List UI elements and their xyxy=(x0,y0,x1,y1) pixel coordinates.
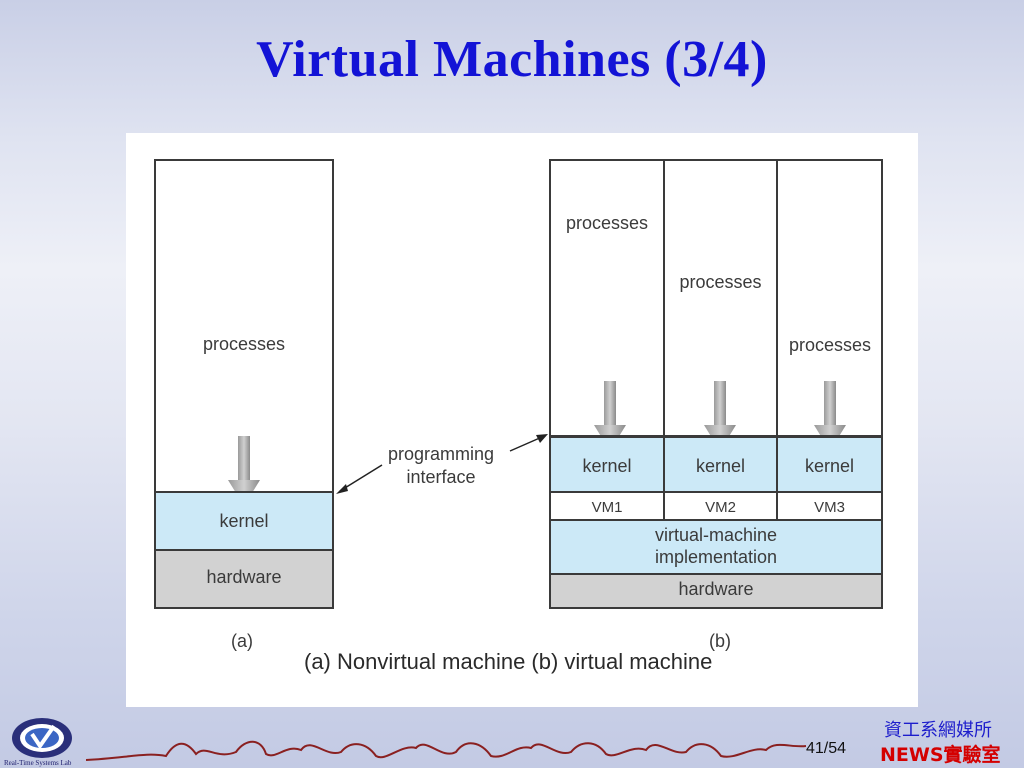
org-name-line2: NEWS實驗室 xyxy=(880,744,1001,766)
decorative-line-icon xyxy=(86,740,806,761)
diagram-figure: processes kernel hardware (a) programmin… xyxy=(126,133,918,707)
programming-interface-line2: interface xyxy=(406,467,476,487)
programming-interface-arrows-icon xyxy=(336,434,548,494)
b-vm3-processes-label: processes xyxy=(788,335,872,355)
a-figure-label: (a) xyxy=(231,631,253,651)
b-vm-implementation-line2: implementation xyxy=(654,547,778,567)
b-divider-1 xyxy=(663,159,665,439)
a-processes-label: processes xyxy=(202,334,286,354)
b-vm3-kernel-label: kernel xyxy=(804,456,855,476)
lab-logo-icon: Real-Time Systems Lab xyxy=(4,718,72,767)
logo-text: Real-Time Systems Lab xyxy=(4,759,72,767)
page-current: 41 xyxy=(806,740,824,757)
page-number: 41/54 xyxy=(806,740,846,758)
b-vm1-processes-label: processes xyxy=(565,213,649,233)
a-processes-box xyxy=(154,159,334,495)
page-total: /54 xyxy=(823,740,847,757)
b-vm3-kernel-box xyxy=(776,435,883,493)
b-divider-2 xyxy=(776,159,778,439)
org-name-line1: 資工系網媒所 xyxy=(884,720,992,741)
b-vm2-label: VM2 xyxy=(705,499,736,516)
b-figure-label: (b) xyxy=(709,631,731,651)
b-vm1-kernel-label: kernel xyxy=(582,456,632,476)
a-hardware-label: hardware xyxy=(206,567,282,587)
b-hardware-box xyxy=(549,573,883,609)
b-vm1-label: VM1 xyxy=(591,499,623,516)
figure-caption: (a) Nonvirtual machine (b) virtual machi… xyxy=(304,649,713,674)
a-hardware-box xyxy=(154,549,334,609)
b-vm2-processes-label: processes xyxy=(679,272,762,292)
slide-title: Virtual Machines (3/4) xyxy=(256,31,768,88)
b-vm2-kernel-label: kernel xyxy=(695,456,746,476)
programming-interface-line1: programming xyxy=(387,444,495,464)
a-kernel-box xyxy=(154,491,334,551)
b-vm-implementation-line1: virtual-machine xyxy=(654,525,778,545)
a-kernel-label: kernel xyxy=(219,511,269,531)
b-vm3-label: VM3 xyxy=(814,499,845,516)
b-hardware-label: hardware xyxy=(678,579,754,599)
b-vm1-box xyxy=(549,491,665,521)
b-processes-area xyxy=(549,159,883,439)
